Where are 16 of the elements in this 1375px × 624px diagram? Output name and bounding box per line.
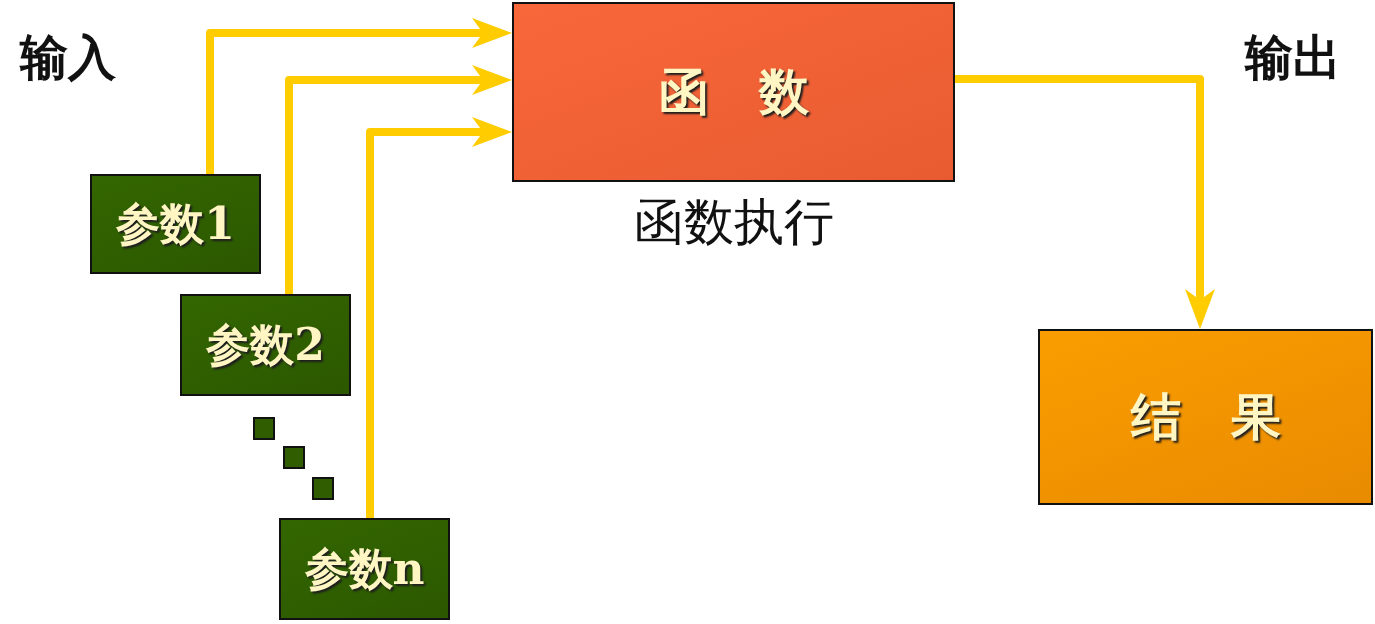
parameter-box [279, 518, 450, 620]
node-label: 参数1 [116, 200, 235, 248]
node-label: 结 果 [1130, 390, 1281, 444]
arrow [366, 117, 512, 518]
side-label: 输出 [1245, 32, 1341, 83]
node-label: 参数n [304, 545, 425, 593]
node-label: 函 数 [658, 65, 809, 119]
parameter-box [90, 174, 261, 274]
side-label: 输入 [20, 32, 116, 83]
arrow [285, 65, 512, 294]
node-label: 参数2 [206, 321, 325, 369]
arrow [955, 75, 1215, 329]
arrow [206, 18, 512, 174]
result-box [1038, 329, 1373, 505]
parameter-box [180, 294, 351, 396]
caption-text: 函数执行 [633, 196, 834, 249]
